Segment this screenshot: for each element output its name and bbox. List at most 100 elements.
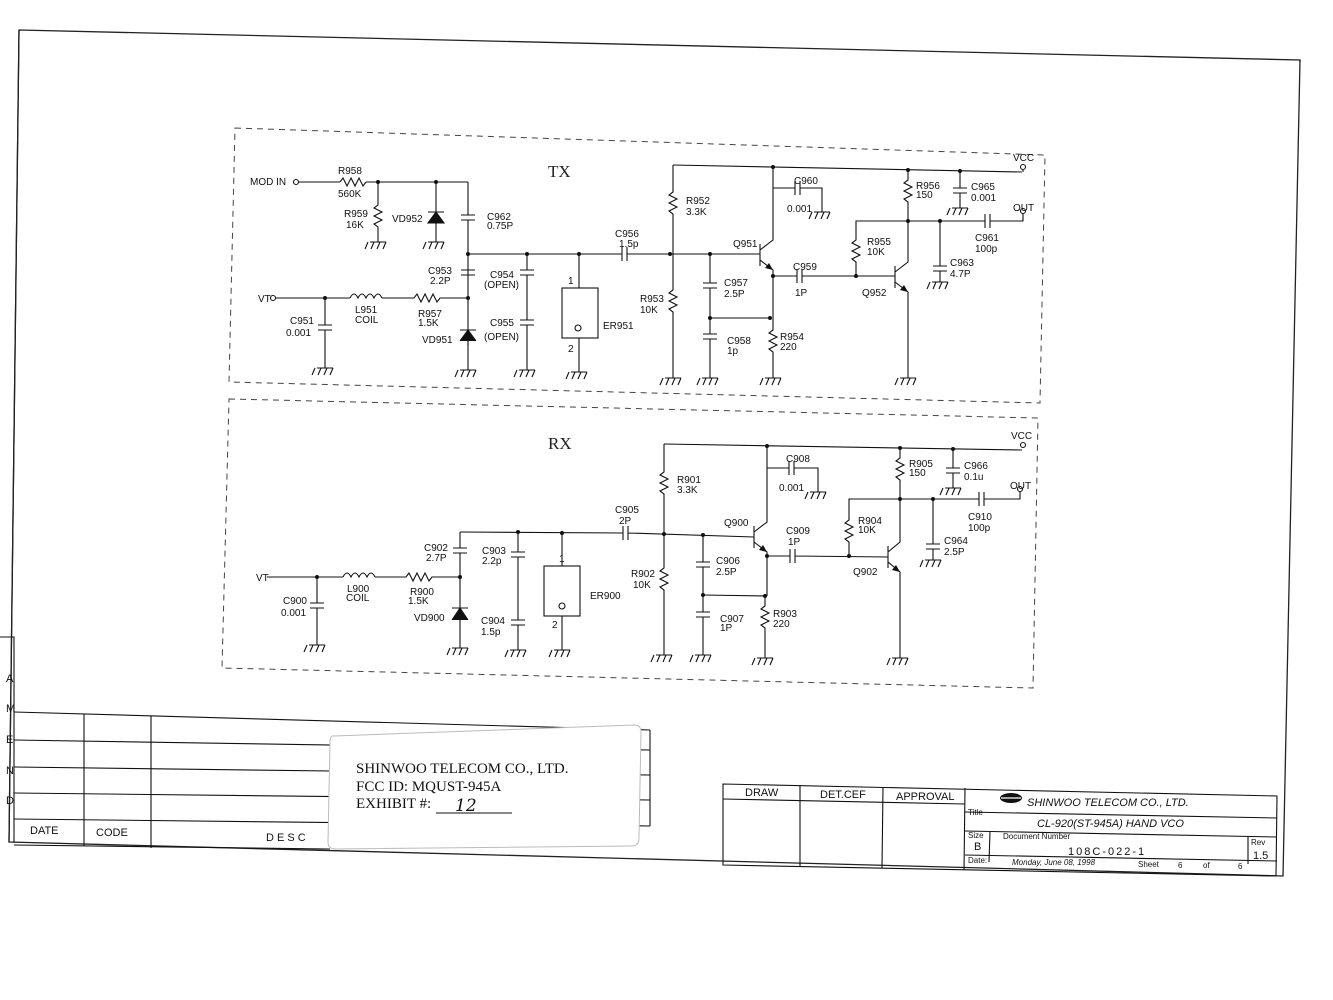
tx-c959-value: 1P — [795, 288, 808, 299]
tx-section-title: TX — [548, 162, 571, 181]
tx-c965-ref: C965 — [971, 182, 995, 193]
tx-c954-ref: C954 — [490, 270, 514, 281]
rx-vd900-ref: VD900 — [414, 613, 445, 624]
tb-size-label: Size — [968, 831, 984, 840]
stamp-exhibit-label: EXHIBIT #: — [356, 796, 431, 812]
rx-r904-value: 10K — [858, 525, 876, 536]
rx-section-title: RX — [548, 434, 572, 453]
tx-r955-value: 10K — [867, 247, 885, 258]
tx-vcc-port: VCC — [1013, 153, 1034, 164]
rx-r904-ref: R904 — [858, 516, 882, 527]
tx-vd952-ref: VD952 — [392, 214, 423, 225]
rx-labels: VT VCC OUT C900 0.001 L900 COIL R900 1.5… — [256, 431, 1032, 638]
rx-c902-value: 2.7P — [426, 553, 447, 564]
tx-q952-ref: Q952 — [862, 288, 887, 299]
rev-code-header: CODE — [96, 827, 128, 839]
rx-section-border — [221, 398, 1039, 689]
tb-date: Monday, June 08, 1998 — [1012, 858, 1096, 867]
rx-r901-value: 3.3K — [677, 485, 698, 496]
rx-er900-pin2: 2 — [552, 620, 558, 631]
tx-c951-ref: C951 — [290, 316, 314, 327]
tb-of-label: of — [1203, 861, 1210, 870]
tx-c962-value: 0.75P — [487, 221, 513, 232]
tx-c953-value: 2.2P — [430, 276, 451, 287]
rev-date-header: DATE — [30, 825, 59, 837]
rx-vcc-port: VCC — [1011, 431, 1032, 442]
tx-wiring — [269, 163, 1027, 386]
tx-c953-ref: C953 — [428, 266, 452, 277]
rx-c906-ref: C906 — [716, 556, 740, 567]
rx-c907-value: 1P — [720, 623, 733, 634]
rx-er900-ref: ER900 — [590, 591, 621, 602]
tx-er951-pin2: 2 — [568, 344, 574, 355]
rx-c904-value: 1.5p — [481, 627, 501, 638]
tx-out-port: OUT — [1013, 203, 1034, 214]
tx-r954-value: 220 — [780, 342, 797, 353]
tx-c951-value: 0.001 — [286, 328, 311, 339]
amend-letter-a: A — [6, 673, 14, 685]
tx-l951-ref: L951 — [355, 305, 378, 316]
tb-rev: 1.5 — [1253, 850, 1268, 862]
rx-c905-ref: C905 — [615, 505, 639, 516]
amend-letter-n: N — [6, 765, 14, 777]
tx-r959-ref: R959 — [344, 209, 368, 220]
tx-r953-ref: R953 — [640, 294, 664, 305]
tx-vt-port: VT — [258, 294, 271, 305]
tx-r953-value: 10K — [640, 305, 658, 316]
tx-r958-ref: R958 — [338, 166, 362, 177]
rx-l900-ref: L900 — [347, 584, 370, 595]
rev-desc-header: D E S C — [266, 832, 306, 844]
tx-l951-value: COIL — [355, 315, 379, 326]
tb-det-cef-label: DET.CEF — [820, 789, 866, 801]
stamp-fcc-id: FCC ID: MQUST-945A — [356, 779, 501, 795]
tx-r952-ref: R952 — [686, 196, 710, 207]
tb-title: CL-920(ST-945A) HAND VCO — [1037, 818, 1184, 830]
tx-c957-value: 2.5P — [724, 289, 745, 300]
rx-wiring — [267, 441, 1027, 666]
tb-of: 6 — [1238, 862, 1243, 871]
tx-c958-value: 1p — [727, 346, 739, 357]
rx-r905-value: 150 — [909, 468, 926, 479]
tb-size: B — [974, 841, 981, 853]
tb-sheet: 6 — [1178, 861, 1183, 870]
tx-r952-value: 3.3K — [686, 207, 707, 218]
rx-c902-ref: C902 — [424, 543, 448, 554]
tx-vd951-ref: VD951 — [422, 335, 453, 346]
rx-c964-value: 2.5P — [944, 547, 965, 558]
rx-er900-pin1: 1 — [559, 554, 565, 565]
tx-c962-ref: C962 — [487, 212, 511, 223]
rx-c905-value: 2P — [619, 516, 632, 527]
tx-c963-ref: C963 — [950, 258, 974, 269]
rx-c910-ref: C910 — [968, 512, 992, 523]
stamp-exhibit-number: 12 — [455, 796, 477, 816]
amend-letter-m: M — [6, 703, 15, 715]
rx-r900-value: 1.5K — [408, 596, 429, 607]
tx-er951-ref: ER951 — [603, 321, 634, 332]
rx-c900-ref: C900 — [283, 596, 307, 607]
tx-section-border — [228, 127, 1046, 404]
title-block: DRAW DET.CEF APPROVAL SHINWOO TELECOM CO… — [722, 783, 1278, 877]
tx-r955-ref: R955 — [867, 237, 891, 248]
fcc-exhibit-stamp: SHINWOO TELECOM CO., LTD. FCC ID: MQUST-… — [327, 724, 642, 850]
tx-c959-ref: C959 — [793, 262, 817, 273]
rx-c903-ref: C903 — [482, 546, 506, 557]
tx-c955-ref: C955 — [490, 318, 514, 329]
rx-r905-ref: R905 — [909, 459, 933, 470]
rx-r902-value: 10K — [633, 580, 651, 591]
tx-c961-ref: C961 — [975, 233, 999, 244]
tx-c957-ref: C957 — [724, 278, 748, 289]
tx-c965-value: 0.001 — [971, 193, 996, 204]
rx-c966-ref: C966 — [964, 461, 988, 472]
tb-rev-label: Rev — [1251, 838, 1265, 847]
rx-c906-value: 2.5P — [716, 567, 737, 578]
rx-c908-ref: C908 — [786, 454, 810, 465]
rx-vt-port: VT — [256, 573, 269, 584]
rx-r900-ref: R900 — [410, 587, 434, 598]
sheet-frame — [8, 29, 1301, 877]
tx-r956-ref: R956 — [916, 181, 940, 192]
tx-r958-value: 560K — [338, 189, 362, 200]
tx-q951-ref: Q951 — [733, 239, 758, 250]
stamp-company: SHINWOO TELECOM CO., LTD. — [356, 761, 569, 777]
tx-c961-value: 100p — [975, 244, 998, 255]
